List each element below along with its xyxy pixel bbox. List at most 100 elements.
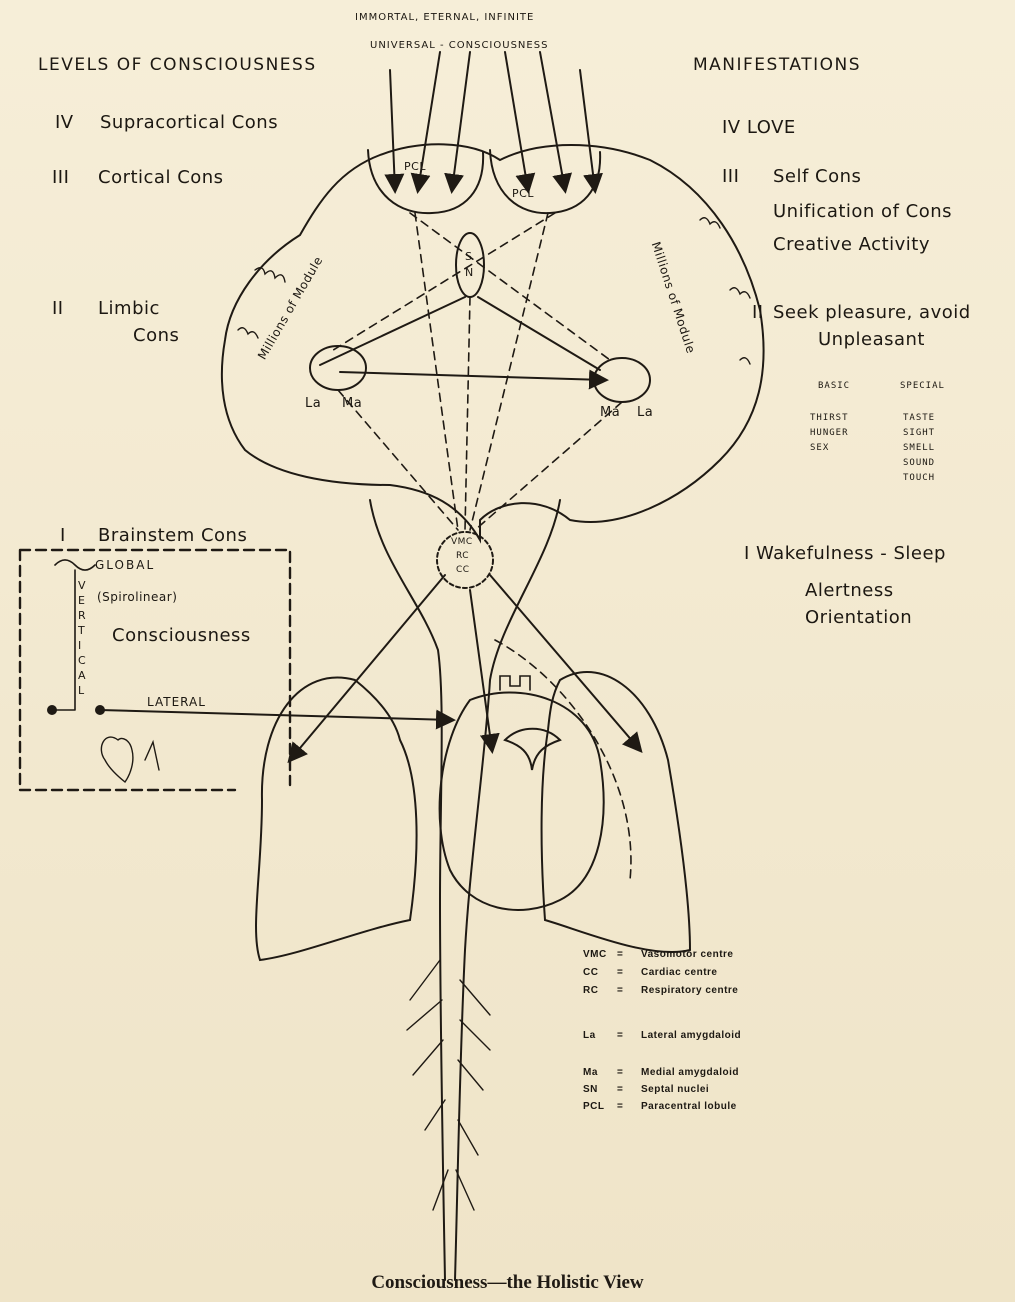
manifest-i-0: I Wakefulness - Sleep	[744, 543, 946, 564]
senses-special-header: SPECIAL	[900, 381, 945, 391]
heart-valve	[505, 729, 560, 770]
dashed-pcl-to-vmc-2	[470, 213, 548, 530]
manifest-ii-num: II	[752, 302, 764, 323]
manifest-iii-2: Creative Activity	[773, 234, 930, 255]
levels-header: LEVELS OF CONSCIOUSNESS	[38, 55, 317, 75]
dashed-pcl-to-amy-2	[330, 213, 555, 352]
legend-ma-abbr: Ma	[583, 1067, 598, 1078]
universal-line-2	[452, 52, 470, 190]
legend-la-sep: =	[617, 1030, 623, 1041]
sn-label-n: N	[465, 266, 474, 279]
sn-to-left	[320, 297, 465, 365]
spinal-cord-left	[370, 500, 445, 1280]
ma-right-label: Ma	[600, 405, 620, 420]
legend-vmc-abbr: VMC	[583, 949, 607, 960]
dashed-pcl-to-vmc-1	[415, 213, 458, 530]
senses-special-1: SIGHT	[903, 428, 935, 438]
sn-label-s: S	[465, 250, 472, 263]
manifestations-header: MANIFESTATIONS	[693, 55, 861, 75]
manifest-ii-1: Unpleasant	[818, 329, 925, 350]
legend-pcl-sep: =	[617, 1101, 623, 1112]
senses-special-2: SMELL	[903, 443, 935, 453]
pcl-right-lobe	[490, 150, 600, 213]
level-iii-text: Cortical Cons	[98, 167, 224, 188]
aorta	[500, 676, 530, 690]
legend-la-def: Lateral amygdaloid	[641, 1030, 741, 1041]
level-i-num: I	[60, 525, 66, 546]
universal-line-6	[580, 70, 595, 190]
lateral-arrow	[100, 710, 452, 720]
senses-special-4: TOUCH	[903, 473, 935, 483]
la-left-label: La	[305, 396, 321, 411]
level-ii-text: Limbic	[98, 298, 160, 319]
legend-vmc-def: Vasomotor centre	[641, 949, 733, 960]
senses-basic-1: HUNGER	[810, 428, 849, 438]
vertical-label: VERTICAL	[78, 578, 88, 698]
senses-basic-header: BASIC	[818, 381, 850, 391]
legend-rc-abbr: RC	[583, 985, 598, 996]
level-iv-text: Supracortical Cons	[100, 112, 278, 133]
figure-caption: Consciousness—the Holistic View	[0, 1272, 1015, 1294]
lateral-label: LATERAL	[147, 695, 206, 709]
legend-vmc-sep: =	[617, 949, 623, 960]
pcl-left-label: PCL	[404, 160, 426, 173]
manifest-i-1: Alertness	[805, 580, 894, 601]
legend-pcl-abbr: PCL	[583, 1101, 605, 1112]
legend-ma-def: Medial amygdaloid	[641, 1067, 739, 1078]
manifest-ii-0: Seek pleasure, avoid	[773, 302, 971, 323]
small-heart	[101, 737, 133, 782]
dashed-sn-to-vmc	[465, 297, 470, 530]
la-right-label: La	[637, 405, 653, 420]
rc-label: RC	[456, 551, 469, 561]
legend-cc-sep: =	[617, 967, 623, 978]
global-label: GLOBAL	[95, 558, 155, 572]
level-i-text: Brainstem Cons	[98, 525, 247, 546]
manifest-iii-num: III	[722, 166, 739, 187]
universal-line-3	[505, 52, 528, 190]
ma-left-label: Ma	[342, 396, 362, 411]
vertical-bracket	[55, 560, 95, 710]
consciousness-label: Consciousness	[112, 625, 251, 646]
level-ii-text2: Cons	[133, 325, 179, 346]
legend-cc-abbr: CC	[583, 967, 598, 978]
level-iv-num: IV	[55, 112, 74, 133]
right-lung	[542, 672, 690, 952]
level-ii-num: II	[52, 298, 64, 319]
universal-line-5	[390, 70, 395, 190]
lateral-dot	[96, 706, 104, 714]
senses-basic-0: THIRST	[810, 413, 849, 423]
level-iii-num: III	[52, 167, 69, 188]
heart	[440, 693, 604, 911]
dashed-amy-to-vmc-1	[338, 390, 458, 530]
top-label-line2: UNIVERSAL - CONSCIOUSNESS	[370, 40, 548, 51]
small-pulse	[145, 742, 159, 770]
legend-la-abbr: La	[583, 1030, 596, 1041]
manifest-iv: IV LOVE	[722, 117, 796, 138]
legend-rc-sep: =	[617, 985, 623, 996]
vmc-label: VMC	[451, 537, 473, 547]
legend-rc-def: Respiratory centre	[641, 985, 738, 996]
senses-basic-2: SEX	[810, 443, 829, 453]
sn-to-heart-curve	[495, 640, 631, 880]
manifest-iii-0: Self Cons	[773, 166, 861, 187]
left-lung	[256, 678, 417, 960]
vertical-dot	[48, 706, 56, 714]
universal-line-4	[540, 52, 565, 190]
manifest-i-2: Orientation	[805, 607, 912, 628]
legend-ma-sep: =	[617, 1067, 623, 1078]
manifest-iii-1: Unification of Cons	[773, 201, 952, 222]
pcl-right-label: PCL	[512, 187, 534, 200]
spinal-cord-right	[455, 500, 560, 1280]
spirolinear-label: (Spirolinear)	[97, 590, 177, 604]
nerve-branches	[407, 960, 490, 1210]
arrow-to-right-lung	[490, 575, 640, 750]
top-label-line1: IMMORTAL, ETERNAL, INFINITE	[355, 12, 534, 23]
legend-sn-sep: =	[617, 1084, 623, 1095]
legend-pcl-def: Paracentral lobule	[641, 1101, 737, 1112]
arrow-to-left-lung	[290, 575, 445, 760]
left-to-right-amygdala	[340, 372, 605, 380]
arrow-to-heart	[470, 590, 492, 750]
legend-sn-abbr: SN	[583, 1084, 598, 1095]
cc-label: CC	[456, 565, 470, 575]
